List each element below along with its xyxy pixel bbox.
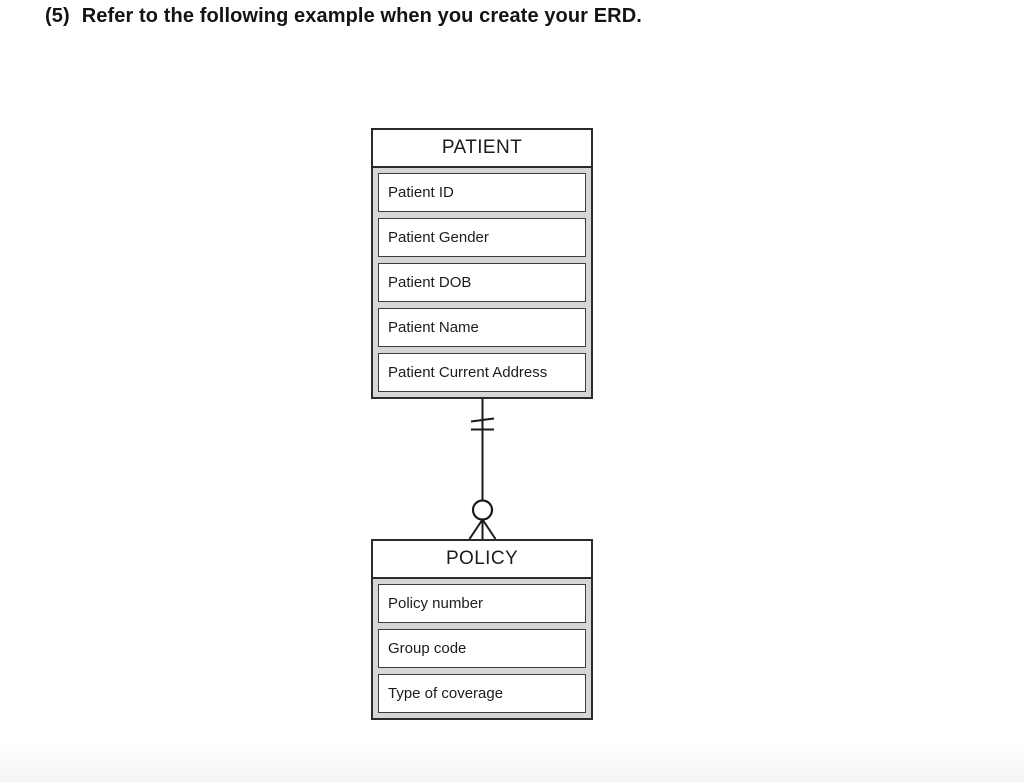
crow-foot-left [468,518,484,540]
attribute-row-group-code: Group code [378,629,586,668]
attribute-row-patient-dob: Patient DOB [378,263,586,302]
attribute-row-type-of-coverage: Type of coverage [378,674,586,713]
attribute-row-patient-id: Patient ID [378,173,586,212]
entity-patient-attributes: Patient ID Patient Gender Patient DOB Pa… [373,168,591,397]
zero-circle [471,499,494,521]
entity-patient-title: PATIENT [373,130,591,168]
attribute-row-patient-name: Patient Name [378,308,586,347]
entity-policy-title: POLICY [373,541,591,579]
attribute-row-patient-gender: Patient Gender [378,218,586,257]
one-and-only-one-ticks-icon [470,417,495,431]
zero-or-many-crow-foot-icon [468,499,497,540]
instruction-heading: (5) Refer to the following example when … [45,5,642,28]
attribute-row-patient-current-address: Patient Current Address [378,353,586,392]
attribute-row-policy-number: Policy number [378,584,586,623]
entity-patient: PATIENT Patient ID Patient Gender Patien… [371,128,593,399]
relationship-connector [468,398,497,540]
instruction-text: Refer to the following example when you … [81,5,642,27]
page-bottom-fade [0,740,1024,782]
entity-policy: POLICY Policy number Group code Type of … [371,539,593,720]
crow-foot-right [481,518,497,540]
entity-policy-attributes: Policy number Group code Type of coverag… [373,579,591,718]
instruction-number: (5) [45,5,70,27]
